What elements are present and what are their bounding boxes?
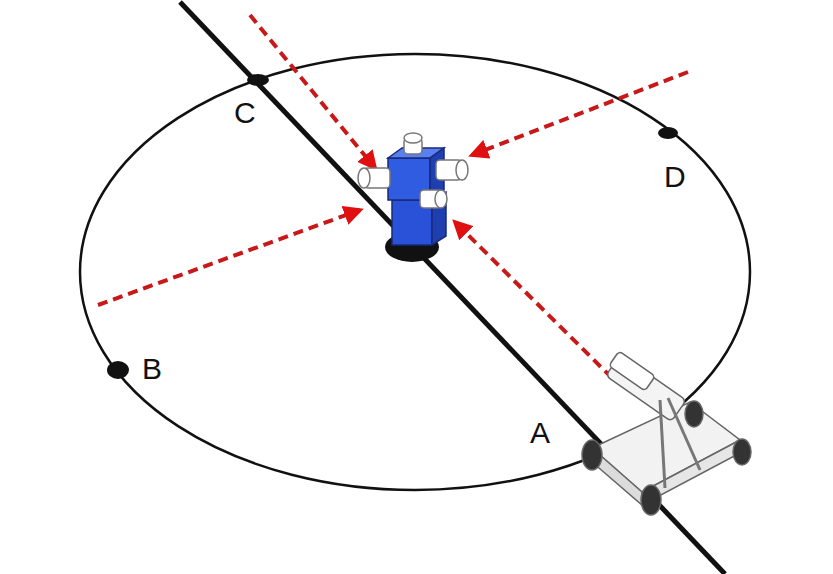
point-label: A <box>530 418 550 448</box>
point-label: D <box>664 162 686 192</box>
instrument <box>358 133 468 262</box>
survey-cart <box>582 351 751 515</box>
point-label: B <box>142 354 162 384</box>
point-label: C <box>234 98 256 128</box>
point-markers <box>107 74 678 379</box>
red-rays <box>98 15 688 378</box>
